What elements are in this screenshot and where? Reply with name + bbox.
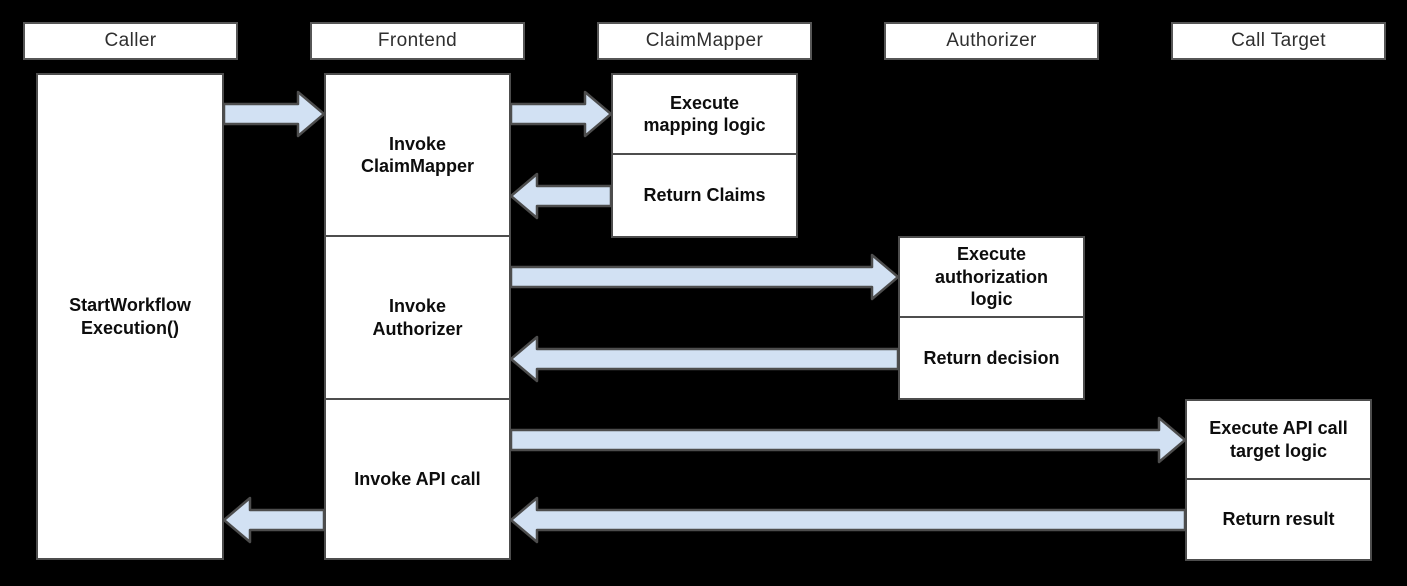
lifeline-header-caller: Caller: [23, 22, 238, 60]
lifeline-header-authorizer: Authorizer: [884, 22, 1099, 60]
arrow-authorizer-to-frontend: [509, 335, 900, 383]
activity-execute-api-call-target-logic: Execute API call target logic: [1185, 399, 1372, 480]
activity-return-claims: Return Claims: [611, 153, 798, 238]
arrow-caller-to-frontend: [222, 90, 326, 138]
arrow-frontend-to-authorizer: [509, 253, 900, 301]
activity-execute-mapping-logic: Execute mapping logic: [611, 73, 798, 155]
lifeline-header-call-target: Call Target: [1171, 22, 1386, 60]
arrow-frontend-to-claimmapper: [509, 90, 613, 138]
arrow-frontend-to-caller: [222, 496, 326, 544]
arrow-frontend-to-call-target: [509, 416, 1187, 464]
lifeline-header-claimmapper: ClaimMapper: [597, 22, 812, 60]
activity-invoke-claimmapper: Invoke ClaimMapper: [324, 73, 511, 237]
activity-execute-authorization-logic: Execute authorization logic: [898, 236, 1085, 318]
arrow-claimmapper-to-frontend: [509, 172, 613, 220]
activity-startworkflowexecution: StartWorkflow Execution(): [36, 73, 224, 560]
arrow-call-target-to-frontend: [509, 496, 1187, 544]
activity-invoke-authorizer: Invoke Authorizer: [324, 235, 511, 400]
activity-return-decision: Return decision: [898, 316, 1085, 400]
activity-return-result: Return result: [1185, 478, 1372, 561]
lifeline-header-frontend: Frontend: [310, 22, 525, 60]
activity-invoke-api-call: Invoke API call: [324, 398, 511, 560]
